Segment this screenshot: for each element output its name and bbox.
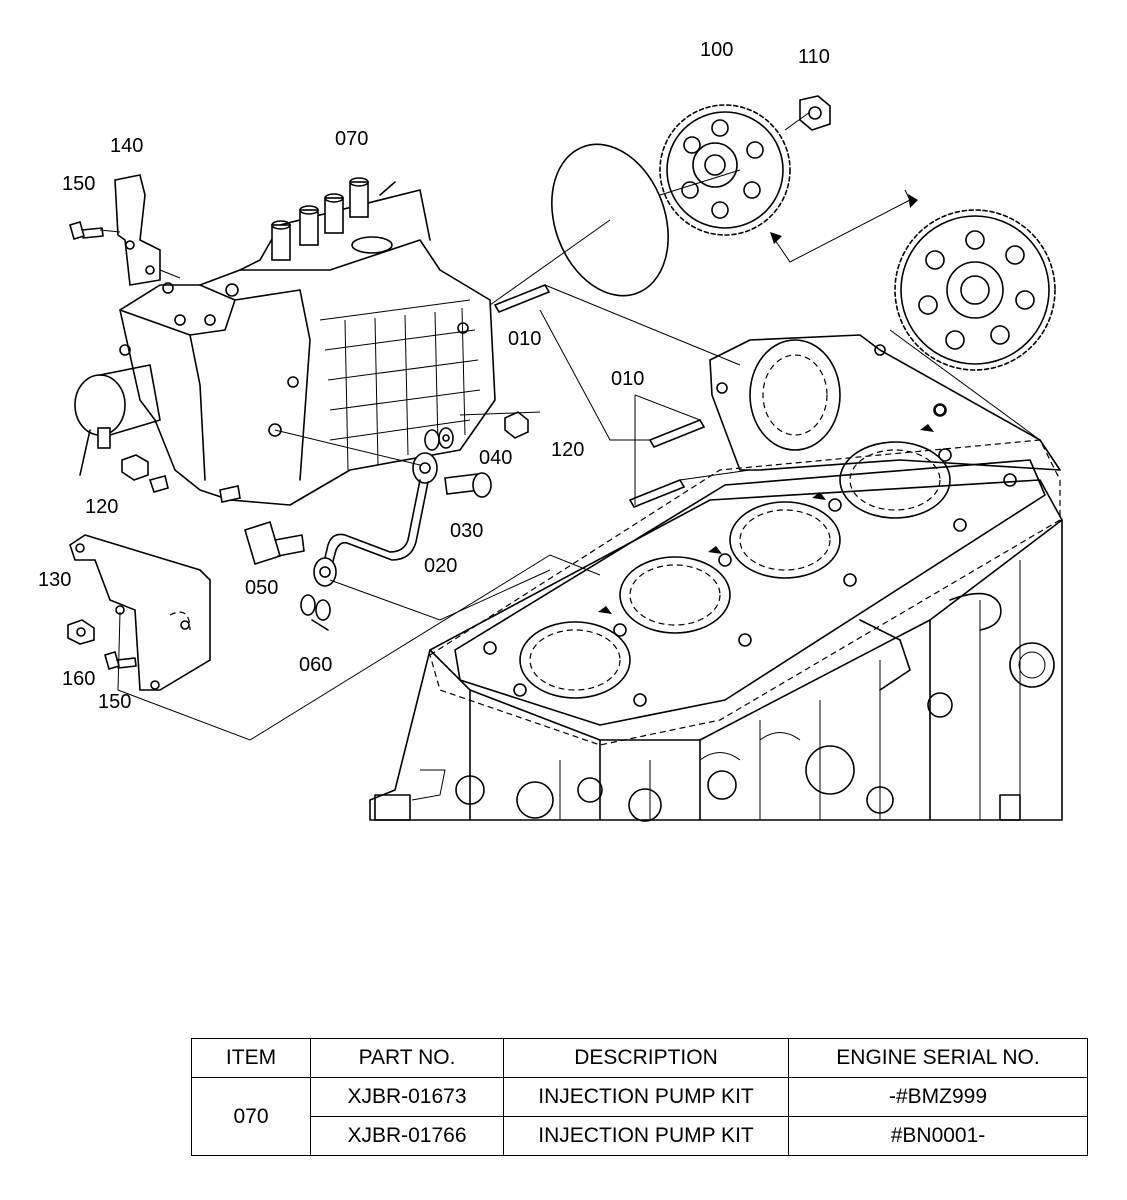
engine-block	[369, 479, 1063, 822]
mesh-arrow	[770, 189, 918, 263]
callout-120-left: 120	[85, 496, 118, 518]
nut-160	[67, 619, 95, 645]
leader-lines	[99, 111, 1041, 741]
callout-150-bottom: 150	[98, 691, 131, 713]
col-header-serial: ENGINE SERIAL NO.	[788, 1038, 1088, 1078]
callout-010-lower: 010	[611, 368, 644, 390]
callout-100: 100	[700, 39, 733, 61]
bolt-150-top	[69, 221, 104, 240]
nut-110	[799, 95, 831, 131]
callout-120-right: 120	[551, 439, 584, 461]
callout-160: 160	[62, 668, 95, 690]
bracket-130	[69, 534, 211, 691]
table-row: XJBR-01766 INJECTION PUMP KIT #BN0001-	[192, 1116, 1088, 1156]
eye-bolt-030	[444, 472, 492, 498]
col-header-part-no: PART NO.	[310, 1038, 504, 1078]
o-ring	[551, 143, 669, 297]
col-header-description: DESCRIPTION	[503, 1038, 789, 1078]
callout-030: 030	[450, 520, 483, 542]
callout-020: 020	[424, 555, 457, 577]
bolt-150-bottom	[104, 651, 137, 670]
callout-labels: 100 110 140 070 150 010 010 040 120 120 …	[38, 39, 830, 713]
washers-040	[424, 427, 454, 451]
callout-110: 110	[798, 46, 830, 68]
parts-table: ITEM PART NO. DESCRIPTION ENGINE SERIAL …	[191, 1038, 1088, 1156]
callout-010-upper: 010	[508, 328, 541, 350]
head-gasket	[429, 403, 1061, 746]
part-number: XJBR-01673	[310, 1077, 504, 1117]
part-number: XJBR-01766	[310, 1116, 504, 1156]
nut-120-left	[121, 454, 149, 481]
fuel-pipe-020	[313, 452, 438, 587]
callout-060: 060	[299, 654, 332, 676]
callout-050: 050	[245, 577, 278, 599]
engine-serial: -#BMZ999	[788, 1077, 1088, 1117]
bracket-140	[114, 174, 161, 286]
item-number: 070	[191, 1077, 311, 1156]
col-header-item: ITEM	[191, 1038, 311, 1078]
callout-150-top: 150	[62, 173, 95, 195]
callout-070: 070	[335, 128, 368, 150]
washers-060	[300, 594, 331, 631]
idler-gear-large	[894, 209, 1056, 371]
callout-140: 140	[110, 135, 143, 157]
nut-120-right	[504, 411, 529, 439]
table-header-row: ITEM PART NO. DESCRIPTION ENGINE SERIAL …	[191, 1038, 1088, 1078]
injection-pump	[74, 177, 496, 506]
callout-040: 040	[479, 447, 512, 469]
gear-case	[709, 334, 1061, 471]
eye-bolt-050	[244, 520, 305, 566]
part-description: INJECTION PUMP KIT	[503, 1077, 789, 1117]
engine-serial: #BN0001-	[788, 1116, 1088, 1156]
table-row: 070 XJBR-01673 INJECTION PUMP KIT -#BMZ9…	[191, 1077, 1088, 1156]
gear-100	[659, 104, 791, 236]
part-description: INJECTION PUMP KIT	[503, 1116, 789, 1156]
callout-130: 130	[38, 569, 71, 591]
studs-010	[493, 283, 706, 509]
